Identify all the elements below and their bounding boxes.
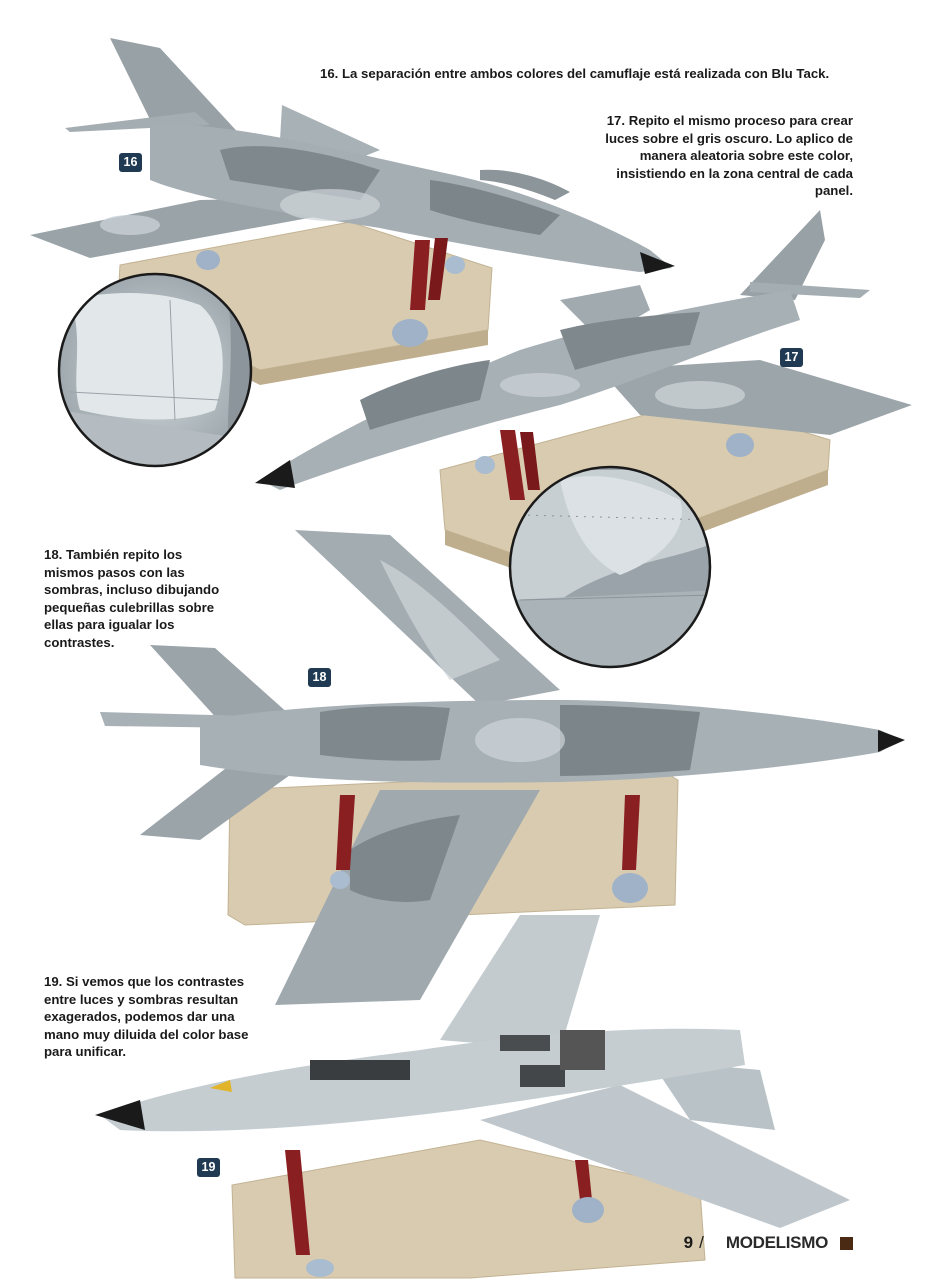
caption-step-19: 19. Si vemos que los contrastes entre lu… (44, 974, 249, 1059)
caption-step-16: 16. La separación entre ambos colores de… (320, 66, 830, 81)
aircraft-18 (100, 530, 905, 1005)
step-badge-19: 19 (197, 1158, 220, 1177)
caption-step-18: 18. También repito los mismos pasos con … (44, 547, 220, 650)
brand-name: MODELISMO (725, 1233, 828, 1252)
step-badge-18: 18 (308, 668, 331, 687)
step-badge-16: 16 (119, 153, 142, 172)
aircraft-19 (95, 915, 850, 1228)
detail-zoom-16 (57, 272, 253, 468)
page-number: 9 (683, 1233, 694, 1252)
magazine-logo: MODELISMO (710, 1233, 828, 1253)
stand-17 (475, 430, 754, 500)
photo-18 (100, 530, 905, 1005)
photo-19 (95, 915, 850, 1279)
caption-step-17: 17. Repito el mismo proceso para crear l… (605, 113, 853, 198)
stand-16 (196, 238, 465, 347)
page-footer: 9 / MODELISMO (684, 1232, 853, 1254)
footer-separator: / (699, 1233, 704, 1252)
aircraft-16 (30, 38, 675, 274)
aircraft-17 (255, 210, 912, 490)
brand-square-icon (840, 1236, 853, 1250)
step-badge-17: 17 (780, 348, 803, 367)
stand-19 (285, 1150, 604, 1277)
stand-18 (330, 795, 648, 903)
